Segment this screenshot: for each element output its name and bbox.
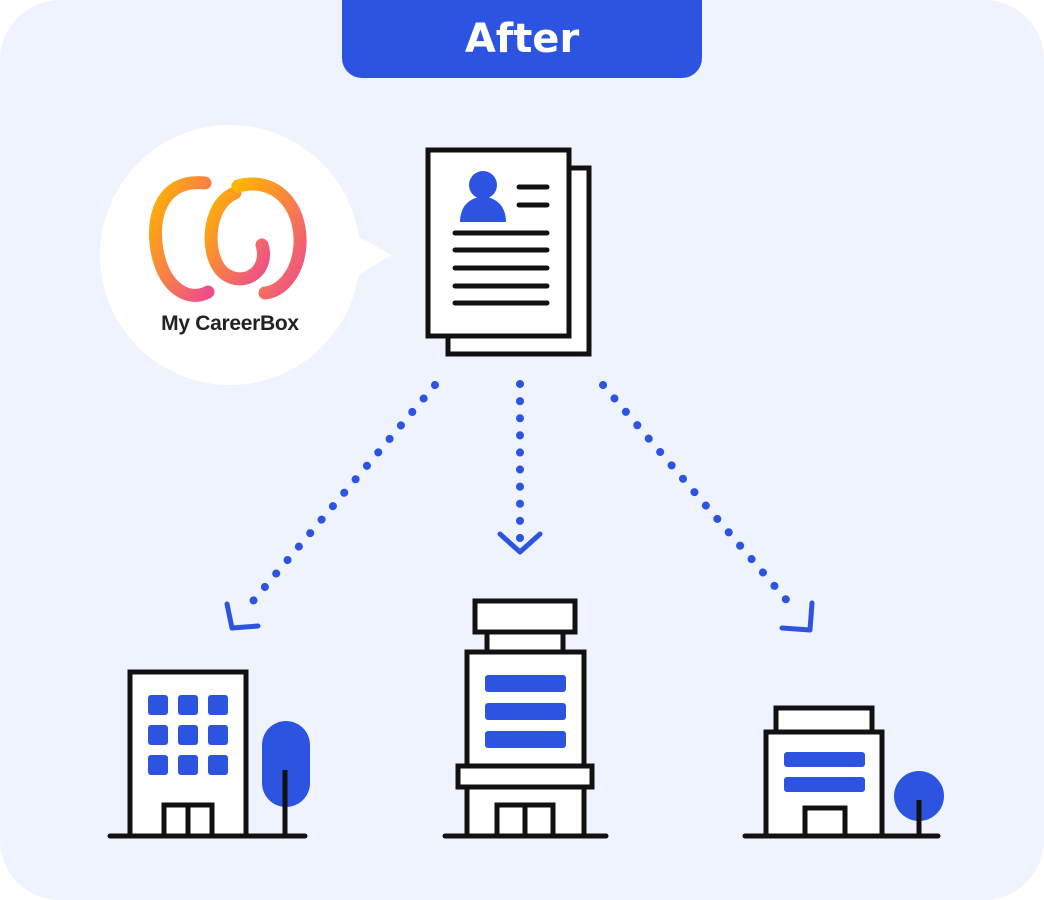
small-building-right-icon <box>742 705 944 839</box>
arrow-right <box>599 381 815 633</box>
brand-label: My CareerBox <box>161 312 299 335</box>
profile-avatar-icon <box>460 171 506 222</box>
arrow-left <box>224 381 439 631</box>
resume-icon <box>425 147 592 357</box>
office-building-left-icon <box>107 669 310 839</box>
logo-bubble <box>100 125 392 385</box>
career-box-logo-icon <box>149 176 307 302</box>
arrow-center <box>497 380 543 555</box>
tower-building-center-icon <box>442 598 609 839</box>
after-badge: After <box>342 0 702 78</box>
